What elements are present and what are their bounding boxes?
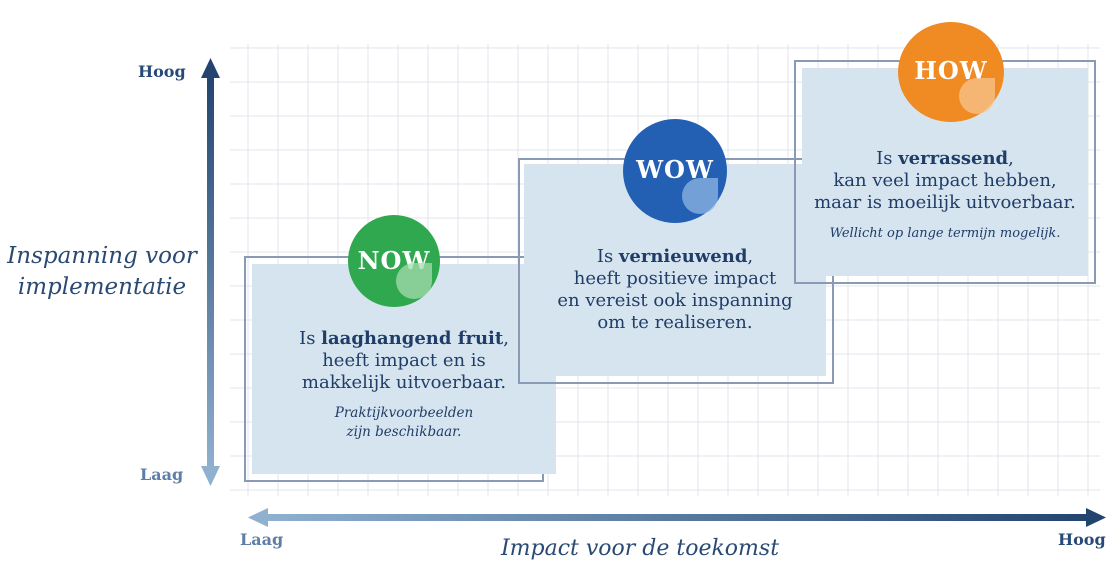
now-badge: NOW xyxy=(348,215,440,307)
now-card-text: Is laaghangend fruit, heeft impact en is… xyxy=(252,328,556,442)
now-card-line2: heeft impact en is xyxy=(322,350,486,371)
x-axis-high-label: Hoog xyxy=(1058,530,1106,549)
vertical-axis-arrow xyxy=(201,58,220,486)
now-card-line3: makkelijk uitvoerbaar. xyxy=(301,372,507,393)
now-card-keyword: laaghangend fruit xyxy=(321,328,504,349)
y-axis-title-line2: implementatie xyxy=(17,274,187,300)
x-axis-title: Impact voor de toekomst xyxy=(500,536,780,561)
wow-badge: WOW xyxy=(623,119,727,223)
wow-card-keyword: vernieuwend xyxy=(618,246,748,267)
wow-peel-icon xyxy=(682,178,718,214)
y-axis-low-label: Laag xyxy=(140,465,184,484)
horizontal-axis-arrow xyxy=(248,508,1106,527)
now-peel-icon xyxy=(396,263,432,299)
now-card-headline: Is laaghangend fruit, xyxy=(299,328,509,349)
how-card-text: Is verrassend, kan veel impact hebben, m… xyxy=(802,148,1088,243)
wow-card-line4: om te realiseren. xyxy=(597,312,753,333)
how-peel-icon xyxy=(959,78,995,114)
x-axis-low-label: Laag xyxy=(240,530,284,549)
wow-card-line2: heeft positieve impact xyxy=(573,268,777,289)
wow-card-text: Is vernieuwend, heeft positieve impact e… xyxy=(524,246,826,334)
now-card-note: Praktijkvoorbeelden zijn beschikbaar. xyxy=(334,405,474,440)
wow-card-line3: en vereist ook inspanning xyxy=(557,290,793,311)
how-card-headline: Is verrassend, xyxy=(876,148,1014,169)
how-card-line2: kan veel impact hebben, xyxy=(833,170,1057,191)
how-card-line3: maar is moeilijk uitvoerbaar. xyxy=(814,192,1076,213)
wow-card-headline: Is vernieuwend, xyxy=(596,246,754,267)
y-axis-title: Inspanning voor implementatie xyxy=(4,241,200,303)
y-axis-title-line1: Inspanning voor xyxy=(7,243,197,269)
how-card-keyword: verrassend xyxy=(898,148,1009,169)
y-axis-high-label: Hoog xyxy=(138,62,186,81)
how-card-note: Wellicht op lange termijn mogelijk. xyxy=(829,226,1061,241)
how-badge: HOW xyxy=(898,22,1004,122)
